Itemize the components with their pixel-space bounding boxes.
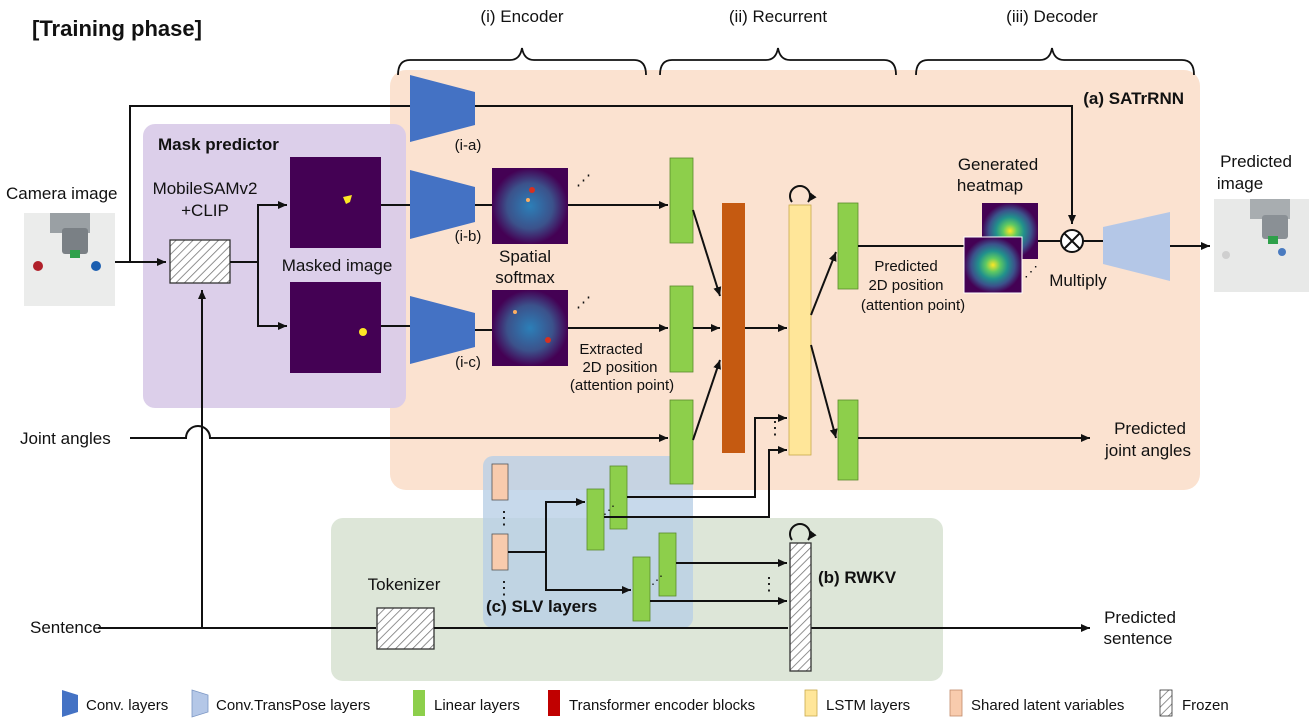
slv-label: (c) SLV layers [486, 597, 597, 616]
shared-latent-variable-bottom [491, 533, 509, 571]
ellipsis-top: ⋰ [576, 172, 591, 189]
sentence-label: Sentence [30, 618, 102, 637]
predicted-joint-angles-label-1: Predicted [1114, 419, 1186, 438]
mobilesam-frozen-block [169, 239, 231, 284]
slv-linear-satrrnn-front [609, 465, 628, 530]
legend-label-transpose: Conv.TransPose layers [216, 697, 370, 714]
masked-image-top [290, 157, 381, 248]
slv-linear-rwkv-front [658, 532, 677, 597]
conv-transpose-decoder [1103, 212, 1170, 281]
spatial-label-1: Spatial [499, 247, 551, 266]
shared-latent-box-icon [949, 689, 963, 717]
masked-image-label: Masked image [282, 256, 393, 275]
lstm-box-icon [804, 689, 818, 717]
predicted2d-label-2: 2D position [868, 277, 943, 294]
joint-angles-label: Joint angles [20, 429, 111, 448]
tokenizer-frozen-block [376, 607, 435, 650]
predicted-sentence-label-1: Predicted [1104, 608, 1176, 627]
lstm-layer [788, 204, 812, 456]
rwkv-recurrent-loop [789, 523, 817, 541]
legend: Conv. layers Conv.TransPose layers Linea… [62, 689, 1229, 718]
spatial-softmax-map-top [492, 168, 568, 244]
extracted-label-3: (attention point) [570, 377, 674, 394]
decoder-stage-label: (iii) Decoder [1006, 7, 1098, 26]
encoder-stage-label: (i) Encoder [480, 7, 563, 26]
extracted-label-1: Extracted [579, 341, 642, 358]
linear-layer-enc-mid [669, 285, 694, 373]
slv-linear-rwkv-back [632, 556, 651, 622]
legend-label-frozen: Frozen [1182, 697, 1229, 714]
conv-encoder-ia [410, 75, 475, 142]
camera-image-thumbnail [24, 213, 115, 306]
predicted-image-thumbnail [1214, 199, 1309, 292]
mobilesam-label-1: MobileSAMv2 [153, 179, 258, 198]
predicted-image-label-2: image [1217, 174, 1263, 193]
linear-layer-dec-bottom [837, 399, 859, 481]
linear-box-icon [413, 690, 425, 716]
generated-label-2: heatmap [957, 176, 1023, 195]
decoder-bracket [915, 47, 1195, 76]
encoder-ia-label: (i-a) [455, 137, 482, 154]
shared-latent-variable-top [491, 463, 509, 501]
rwkv-frozen-block [789, 542, 812, 672]
predicted-joint-angles-label-2: joint angles [1104, 441, 1191, 460]
conv-trapezoid-icon [62, 690, 78, 717]
masked-image-bottom [290, 282, 381, 373]
encoder-ic-label: (i-c) [455, 354, 481, 371]
mask-predictor-label: Mask predictor [158, 135, 279, 154]
legend-label-lstm: LSTM layers [826, 697, 910, 714]
spatial-label-2: softmax [495, 268, 555, 287]
diagram-title: [Training phase] [32, 16, 202, 41]
linear-layer-enc-top [669, 157, 694, 244]
linear-layer-dec-top [837, 202, 859, 290]
slv-linear-rwkv-ellipsis: ⋰ [651, 573, 663, 587]
conv-encoder-ib [410, 170, 475, 239]
tokenizer-label: Tokenizer [368, 575, 441, 594]
transpose-trapezoid-icon [191, 689, 209, 718]
legend-label-transformer: Transformer encoder blocks [569, 697, 755, 714]
generated-label-1: Generated [958, 155, 1038, 174]
slv-ellipsis-bottom: ⋮ [495, 578, 513, 598]
heatmap-ellipsis: ⋰ [1024, 263, 1038, 279]
encoder-ib-label: (i-b) [455, 228, 482, 245]
satrrnn-label: (a) SATrRNN [1083, 89, 1184, 108]
lstm-input-ellipsis: ⋮ [766, 418, 784, 438]
lstm-recurrent-loop [789, 185, 817, 203]
predicted2d-label-3: (attention point) [861, 297, 965, 314]
encoder-bracket [397, 47, 647, 76]
slv-linear-satrrnn-ellipsis: ⋰ [603, 503, 615, 517]
transformer-encoder-block [722, 203, 745, 453]
legend-label-linear: Linear layers [434, 697, 520, 714]
frozen-hatched-icon [1159, 689, 1173, 717]
ellipsis-bottom: ⋰ [576, 294, 591, 311]
slv-ellipsis-top: ⋮ [495, 508, 513, 528]
predicted-sentence-label-2: sentence [1104, 629, 1173, 648]
recurrent-bracket [659, 47, 897, 76]
extracted-label-2: 2D position [582, 359, 657, 376]
heatmap-front [963, 236, 1023, 294]
predicted2d-label-1: Predicted [874, 258, 937, 275]
legend-label-shared: Shared latent variables [971, 697, 1124, 714]
legend-label-conv: Conv. layers [86, 697, 168, 714]
camera-image-label: Camera image [6, 184, 118, 203]
rwkv-label: (b) RWKV [818, 568, 897, 587]
mobilesam-label-2: +CLIP [181, 201, 229, 220]
spatial-softmax-map-bottom [492, 290, 568, 366]
rwkv-input-ellipsis: ⋮ [760, 574, 778, 594]
recurrent-stage-label: (ii) Recurrent [729, 7, 828, 26]
slv-linear-satrrnn-back [586, 488, 605, 551]
multiply-label: Multiply [1049, 271, 1107, 290]
transformer-box-icon [548, 690, 560, 716]
linear-layer-joint [669, 399, 694, 485]
predicted-image-label-1: Predicted [1220, 152, 1292, 171]
conv-encoder-ic [410, 296, 475, 364]
